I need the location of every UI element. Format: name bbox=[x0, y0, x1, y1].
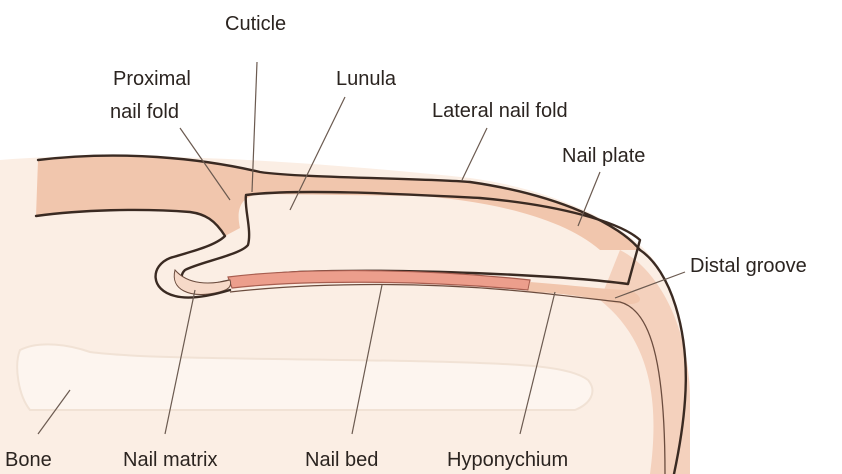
label-nail-matrix: Nail matrix bbox=[123, 449, 217, 471]
label-proximal-nail-fold-line1: Proximal bbox=[113, 68, 191, 90]
label-proximal-nail-fold-line2: nail fold bbox=[110, 101, 179, 123]
label-nail-plate: Nail plate bbox=[562, 145, 645, 167]
label-lateral-nail-fold: Lateral nail fold bbox=[432, 100, 568, 122]
label-bone: Bone bbox=[5, 449, 52, 471]
label-distal-groove: Distal groove bbox=[690, 255, 807, 277]
label-lunula: Lunula bbox=[336, 68, 397, 90]
label-nail-bed: Nail bed bbox=[305, 449, 378, 471]
label-cuticle: Cuticle bbox=[225, 13, 286, 35]
label-hyponychium: Hyponychium bbox=[447, 449, 568, 471]
